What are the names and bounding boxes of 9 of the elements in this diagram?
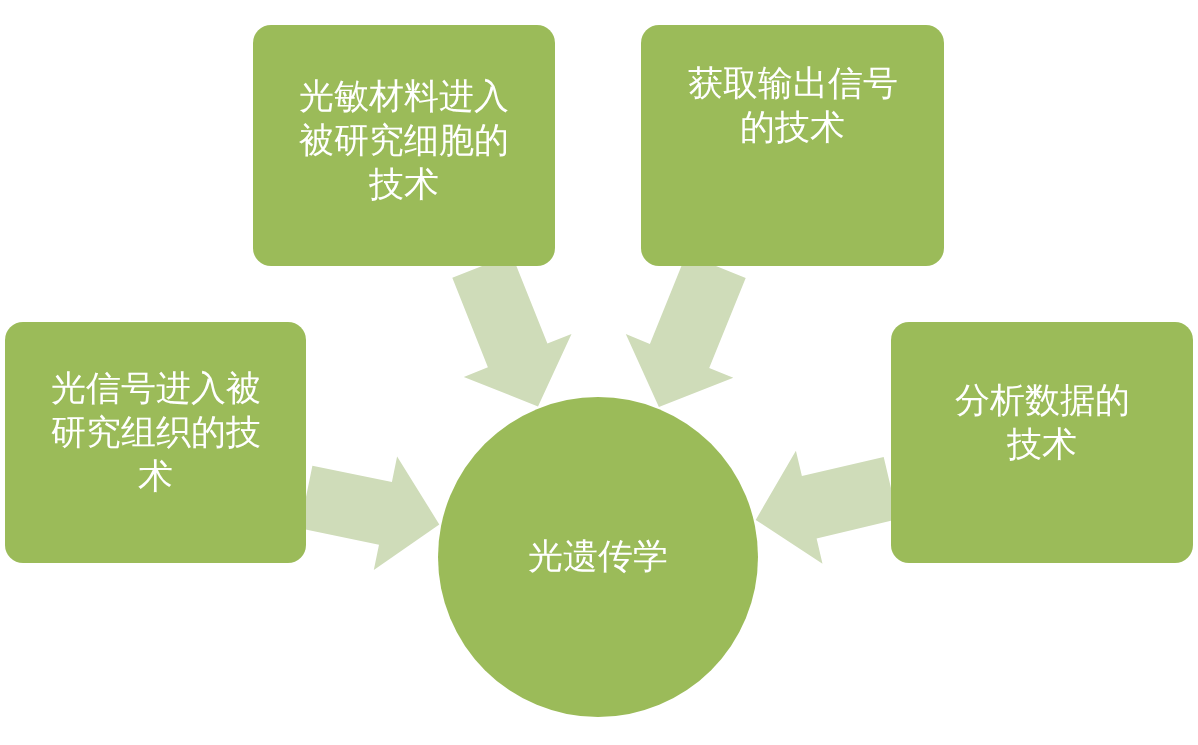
technique-box (253, 25, 555, 266)
technique-label: 获取输出信号的技术 (686, 62, 899, 149)
technique-label: 光信号进入被研究组织的技术 (49, 367, 262, 498)
technique-box (641, 25, 944, 266)
technique-box (5, 322, 306, 563)
technique-label: 光敏材料进入被研究细胞的技术 (298, 75, 510, 206)
topic-label: 光遗传学 (528, 536, 668, 578)
technique-box (891, 322, 1193, 563)
technique-label: 分析数据的技术 (953, 379, 1131, 466)
